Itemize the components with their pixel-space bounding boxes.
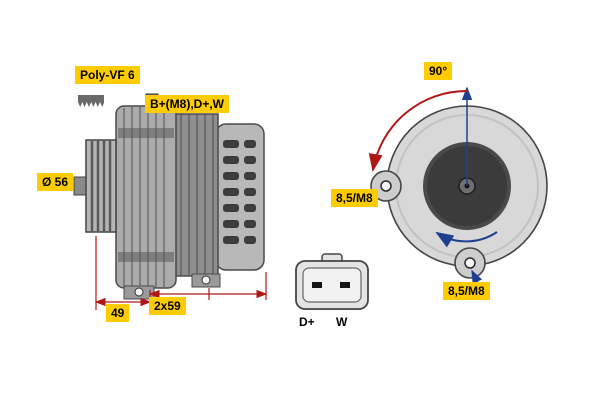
terminals-label: B+(M8),D+,W: [145, 95, 230, 113]
angle-90-label: 90°: [424, 62, 453, 80]
pulley-diameter-label: Ø 56: [37, 173, 74, 191]
connector-dplus-label: D+: [299, 315, 315, 329]
rear-vent-slots: [223, 140, 256, 244]
mount-hole-left-label: 8,5/M8: [331, 189, 378, 207]
mounting-feet: [123, 273, 221, 300]
mounting-hole-left: [380, 180, 392, 192]
dimension-49-label: 49: [106, 304, 130, 322]
pin-w: [340, 282, 350, 288]
belt-type-label: Poly-VF 6: [75, 66, 140, 84]
front-vent-bottom: [118, 252, 174, 262]
bottom-hole-pointer: [471, 269, 483, 285]
pulley: [73, 139, 117, 233]
connector-w-label: W: [336, 315, 348, 329]
rear-view-annotations: [368, 86, 498, 285]
mount-hole-bottom-label: 8,5/M8: [443, 282, 490, 300]
pin-dplus: [312, 282, 322, 288]
belt-profile-icon: [78, 95, 105, 107]
mounting-hole-bottom: [464, 257, 476, 269]
connector-inner-cavity: [302, 267, 362, 303]
connector-plug: [295, 253, 369, 310]
stator-ribs: [180, 115, 214, 275]
alternator-side-view: [73, 93, 265, 300]
front-vent-top: [118, 128, 174, 138]
rotation-direction-arrow: [435, 231, 498, 248]
dimension-2x59-label: 2x59: [149, 297, 186, 315]
angle-sweep-arrow: [368, 89, 468, 172]
alternator-rear-view: [370, 105, 548, 279]
